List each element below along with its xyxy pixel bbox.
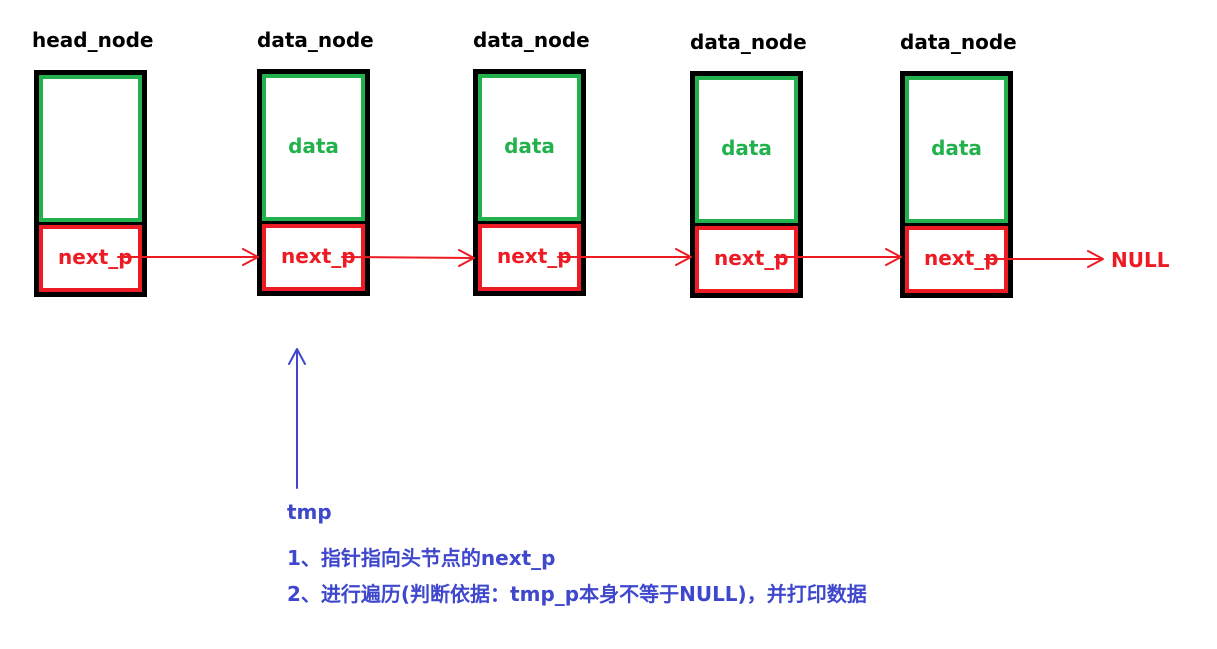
node-data-label: data bbox=[931, 135, 982, 160]
node-next-label: next_p bbox=[714, 246, 789, 270]
node-next-label: next_p bbox=[281, 244, 356, 268]
data-node-3: data next_p bbox=[690, 71, 803, 298]
node-data-field: data bbox=[695, 76, 798, 223]
node-title-2: data_node bbox=[473, 28, 590, 52]
node-next-field: next_p bbox=[39, 225, 142, 292]
node-data-label: data bbox=[721, 135, 772, 160]
node-title-4: data_node bbox=[900, 30, 1017, 54]
data-node-1: data next_p bbox=[257, 69, 370, 296]
node-next-label: next_p bbox=[924, 246, 999, 270]
data-node-4: data next_p bbox=[900, 71, 1013, 298]
tmp-pointer-arrow bbox=[288, 348, 306, 489]
node-next-label: next_p bbox=[497, 244, 572, 268]
node-next-label: next_p bbox=[58, 245, 133, 269]
node-data-label: data bbox=[288, 133, 339, 158]
node-data-field: data bbox=[262, 74, 365, 221]
node-next-field: next_p bbox=[478, 224, 581, 291]
node-data-field bbox=[39, 75, 142, 222]
node-data-label: data bbox=[504, 133, 555, 158]
null-label: NULL bbox=[1111, 248, 1170, 272]
node-title-3: data_node bbox=[690, 30, 807, 54]
node-title-1: data_node bbox=[257, 28, 374, 52]
node-next-field: next_p bbox=[695, 226, 798, 293]
head-node: next_p bbox=[34, 70, 147, 297]
data-node-2: data next_p bbox=[473, 69, 586, 296]
node-next-field: next_p bbox=[262, 224, 365, 291]
note-line-2: 2、进行遍历(判断依据：tmp_p本身不等于NULL)，并打印数据 bbox=[287, 582, 867, 606]
note-line-1: 1、指针指向头节点的next_p bbox=[287, 546, 556, 570]
node-data-field: data bbox=[478, 74, 581, 221]
node-title-0: head_node bbox=[32, 28, 154, 52]
tmp-pointer-label: tmp bbox=[287, 500, 332, 524]
node-next-field: next_p bbox=[905, 226, 1008, 293]
node-data-field: data bbox=[905, 76, 1008, 223]
